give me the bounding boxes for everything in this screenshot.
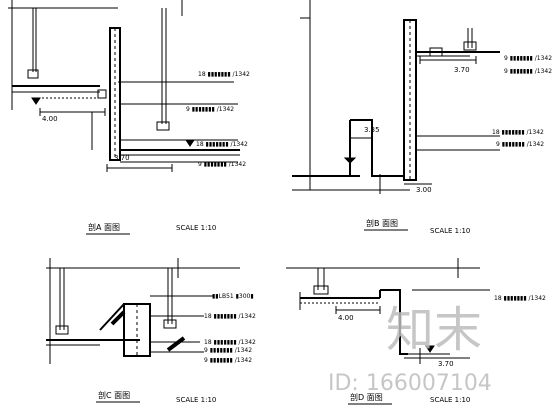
detail-a-note-2: 9 ▮▮▮▮▮▮▮ /1342	[186, 106, 234, 113]
watermark-logo: 知末	[386, 302, 482, 358]
detail-d-note-1: 18 ▮▮▮▮▮▮▮ /1342	[494, 295, 546, 302]
detail-d-title: 剖D 面图	[350, 392, 383, 402]
detail-a-title: 剖A 面图	[88, 222, 120, 232]
detail-d-scale: SCALE 1:10	[430, 396, 470, 404]
detail-c-note-5: 9 ▮▮▮▮▮▮▮ /1342	[204, 357, 252, 364]
detail-c-note-1: ▮▮LB51 ▮300▮	[212, 293, 254, 300]
detail-b-note-4: 9 ▮▮▮▮▮▮▮ /1342	[496, 141, 544, 148]
detail-a-dim-1: 4.00	[42, 115, 58, 123]
detail-b-title: 剖B 面图	[366, 218, 398, 228]
detail-a-note-1: 18 ▮▮▮▮▮▮▮ /1342	[198, 71, 250, 78]
detail-a-scale: SCALE 1:10	[176, 224, 216, 232]
detail-a-dim-2: 3.70	[114, 154, 130, 162]
detail-d-section	[286, 258, 490, 364]
detail-b-note-3: 18 ▮▮▮▮▮▮▮ /1342	[492, 129, 544, 136]
detail-a-note-3: 18 ▮▮▮▮▮▮▮ /1342	[196, 141, 248, 148]
detail-b-dim-2: 3.35	[364, 126, 380, 134]
detail-b-note-2: 9 ▮▮▮▮▮▮▮ /1342	[504, 68, 552, 75]
watermark-id: ID: 166007104	[328, 371, 492, 396]
detail-b-scale: SCALE 1:10	[430, 227, 470, 235]
detail-d-dim-1: 4.00	[338, 314, 354, 322]
detail-b-dim-3: 3.00	[416, 186, 432, 194]
detail-c-note-3: 18 ▮▮▮▮▮▮▮ /1342	[204, 339, 256, 346]
detail-d-dim-2: 3.70	[438, 360, 454, 368]
detail-b-section	[292, 0, 500, 194]
detail-c-section	[46, 258, 240, 364]
detail-c-scale: SCALE 1:10	[176, 396, 216, 404]
detail-c-title: 剖C 面图	[98, 390, 130, 400]
detail-c-note-2: 18 ▮▮▮▮▮▮▮ /1342	[204, 313, 256, 320]
detail-c-note-4: 9 ▮▮▮▮▮▮▮ /1342	[204, 347, 252, 354]
detail-b-note-1: 9 ▮▮▮▮▮▮▮ /1342	[504, 55, 552, 62]
detail-a-note-4: 9 ▮▮▮▮▮▮▮ /1342	[198, 161, 246, 168]
detail-b-dim-1: 3.70	[454, 66, 470, 74]
detail-a-section	[8, 0, 240, 172]
